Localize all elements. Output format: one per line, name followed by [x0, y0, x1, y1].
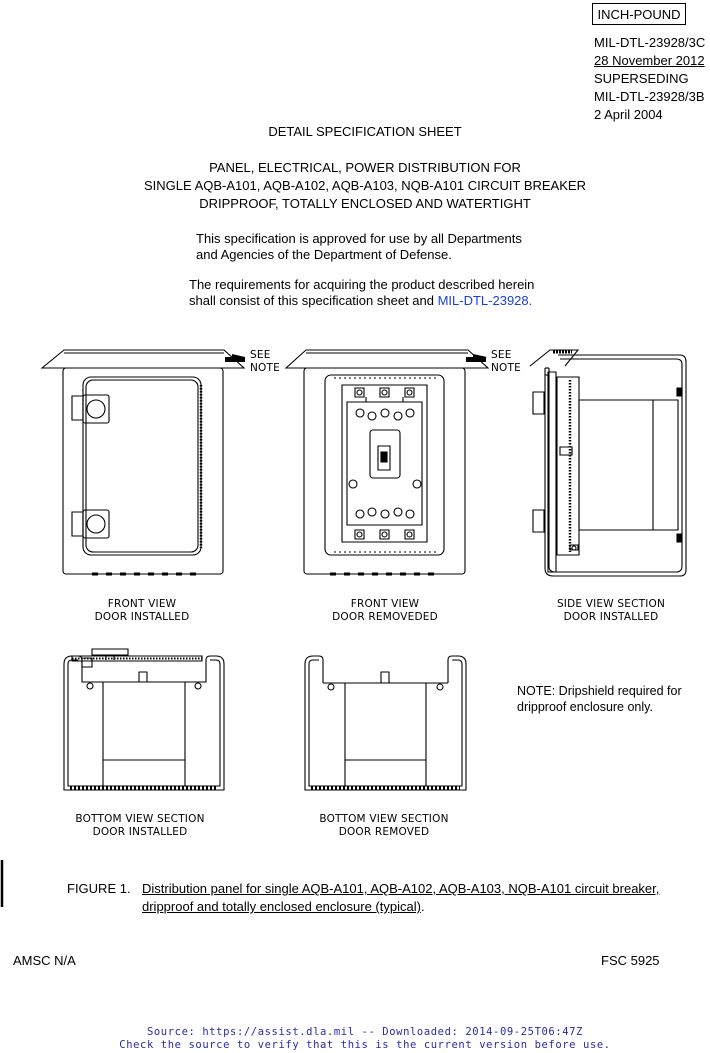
side-view-section — [530, 350, 686, 576]
approval-statement: This specification is approved for use b… — [196, 231, 522, 262]
mil-dtl-23928-link[interactable]: MIL-DTL-23928. — [437, 292, 533, 308]
source-line-1: Source: https://assist.dla.mil -- Downlo… — [146, 1026, 584, 1038]
figure-caption-line-1: Distribution panel for single AQB-A101, … — [142, 881, 660, 896]
caption-line-2: DOOR REMOVED — [338, 826, 430, 838]
superseding-label: SUPERSEDING — [594, 71, 689, 86]
amsc-code: AMSC N/A — [13, 953, 76, 968]
title-line-3: DRIPPROOF, TOTALLY ENCLOSED AND WATERTIG… — [199, 196, 531, 211]
source-footer: Source: https://assist.dla.mil -- Downlo… — [0, 1026, 710, 1052]
breaker-handle — [370, 430, 400, 478]
figure-label: FIGURE 1. — [67, 881, 131, 896]
requirements-line-1: The requirements for acquiring the produ… — [189, 277, 535, 292]
caption-side-view-section: SIDE VIEW SECTION DOOR INSTALLED — [548, 598, 674, 624]
caption-line-2: DOOR REMOVEDED — [332, 611, 438, 623]
caption-bottom-view-door-removed: BOTTOM VIEW SECTION DOOR REMOVED — [314, 813, 454, 839]
caption-front-view-door-installed: FRONT VIEW DOOR INSTALLED — [80, 598, 204, 624]
title-line-2: SINGLE AQB-A101, AQB-A102, AQB-A103, NQB… — [144, 178, 586, 193]
caption-line-2: DOOR INSTALLED — [94, 611, 190, 623]
caption-line-1: BOTTOM VIEW SECTION — [319, 813, 449, 825]
source-line-2: Check the source to verify that this is … — [119, 1039, 611, 1051]
note-line-1: NOTE: Dripshield required for — [517, 684, 682, 698]
note-text: NOTE — [250, 362, 280, 374]
door-section — [557, 377, 579, 555]
note-line-2: dripproof enclosure only. — [517, 700, 653, 714]
circuit-breaker — [342, 385, 427, 542]
bottom-view-section-door-removed — [305, 656, 466, 790]
approval-line-1: This specification is approved for use b… — [196, 231, 522, 246]
figure-caption: Distribution panel for single AQB-A101, … — [142, 880, 659, 916]
note-text: NOTE — [491, 362, 521, 374]
requirements-line-2: shall consist of this specification shee… — [189, 293, 534, 309]
figure-caption-line-2: dripproof and totally enclosed enclosure… — [142, 898, 659, 916]
handle — [92, 649, 128, 655]
fsc-code: FSC 5925 — [601, 953, 660, 968]
front-view-door-installed — [42, 350, 245, 574]
bottom-view-section-door-installed — [64, 649, 224, 790]
doc-date: 28 November 2012 — [594, 53, 705, 68]
caption-line-1: BOTTOM VIEW SECTION — [75, 813, 205, 825]
approval-line-2: and Agencies of the Department of Defens… — [196, 246, 452, 262]
front-view-door-removed — [286, 350, 488, 574]
dripshield — [530, 350, 578, 366]
breaker-side — [579, 400, 678, 530]
breaker-bottom — [345, 683, 426, 786]
dripshield-note: NOTE: Dripshield required for dripproof … — [517, 683, 682, 715]
caption-bottom-view-door-installed: BOTTOM VIEW SECTION DOOR INSTALLED — [70, 813, 210, 839]
doc-number: MIL-DTL-23928/3C — [594, 35, 706, 50]
title-line-1: PANEL, ELECTRICAL, POWER DISTRIBUTION FO… — [209, 160, 521, 175]
caption-line-1: SIDE VIEW SECTION — [556, 598, 666, 610]
figure-caption-period: . — [420, 899, 425, 914]
figure-caption-line-2-text: dripproof and totally enclosed enclosure… — [142, 899, 421, 914]
caption-front-view-door-removed: FRONT VIEW DOOR REMOVEDED — [320, 598, 450, 624]
superseded-number: MIL-DTL-23928/3B — [594, 89, 705, 104]
caption-line-2: DOOR INSTALLED — [92, 826, 188, 838]
see-note-label-2: SEE NOTE — [491, 349, 521, 375]
see-text: SEE — [491, 349, 512, 361]
see-note-label-1: SEE NOTE — [250, 349, 280, 375]
caption-line-1: FRONT VIEW — [107, 598, 177, 610]
sheet-type-title: DETAIL SPECIFICATION SHEET — [268, 124, 462, 139]
requirements-statement: The requirements for acquiring the produ… — [189, 277, 534, 308]
inch-pound-badge: INCH-POUND — [592, 3, 686, 25]
see-text: SEE — [250, 349, 271, 361]
breaker-bottom — [103, 682, 185, 786]
caption-line-1: FRONT VIEW — [350, 598, 420, 610]
requirements-line-2-text: shall consist of this specification shee… — [189, 292, 434, 308]
door — [83, 377, 201, 555]
caption-line-2: DOOR INSTALLED — [563, 611, 659, 623]
mounting-panel — [325, 375, 444, 555]
document-title: PANEL, ELECTRICAL, POWER DISTRIBUTION FO… — [0, 159, 710, 213]
superseded-date: 2 April 2004 — [594, 107, 663, 122]
